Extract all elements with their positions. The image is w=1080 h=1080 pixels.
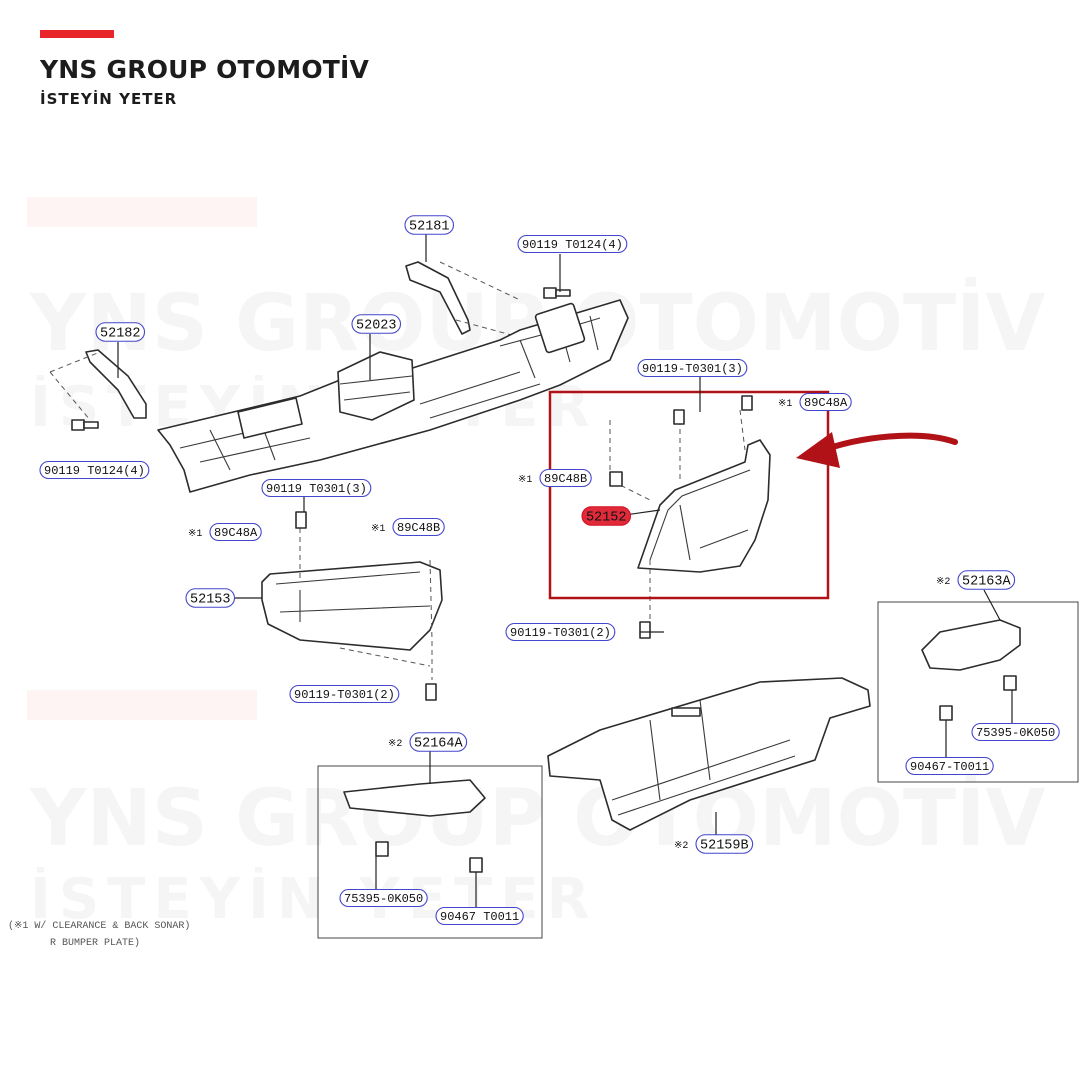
part-label-text: 52163A [962, 575, 1012, 590]
part-label-prefix: ※2 [674, 841, 688, 852]
step-pad-52163A [877, 601, 1079, 783]
part-label-bolt-e: 90119-T0301(2) [505, 622, 616, 642]
highlight-arrowhead [796, 432, 840, 468]
brand-title: YNS GROUP OTOMOTİV [40, 55, 370, 84]
part-label-text: 90119-T0301(2) [510, 626, 611, 640]
part-label-text: 90119-T0301(2) [294, 688, 395, 702]
part-label-text: 90119 T0124(4) [44, 464, 145, 478]
part-label-box [971, 722, 1060, 742]
brand-accent-bar [40, 30, 114, 38]
watermark-band-top [27, 197, 257, 227]
part-label-text: 90119-T0301(3) [642, 362, 743, 376]
part-label-clip-d: ※1 89C48B [371, 517, 445, 537]
part-label-52181: 52181 [404, 215, 455, 235]
part-label-box [261, 478, 372, 498]
part-label-box [505, 622, 616, 642]
part-label-text: 52181 [409, 220, 450, 235]
highlight-frame [548, 390, 830, 600]
part-label-box [392, 517, 445, 537]
part-label-text: 52164A [414, 737, 464, 752]
part-label-52159B: ※2 52159B [674, 834, 754, 854]
part-label-box [905, 756, 994, 776]
bracket-52182 [49, 349, 147, 421]
part-label-bolt-f: 90119-T0301(2) [289, 684, 400, 704]
bracket-52181 [405, 261, 531, 341]
part-label-52163A: ※2 52163A [936, 570, 1016, 590]
part-label-prefix: ※1 [518, 475, 532, 486]
part-label-text: 52152 [586, 511, 627, 526]
part-label-52182: 52182 [95, 322, 146, 342]
part-label-box [209, 522, 262, 542]
part-label-bolt-b: 90119 T0124(4) [39, 460, 150, 480]
bumper-step-52159B [547, 677, 871, 831]
part-label-text: 89C48B [397, 521, 440, 535]
part-label-box [404, 215, 455, 235]
highlight-arrow [815, 432, 958, 455]
part-label-text: 89C48B [544, 472, 587, 486]
part-label-box [517, 234, 628, 254]
part-label-text: 90467-T0011 [910, 760, 989, 774]
bumper-end-left-52153 [261, 511, 443, 701]
part-label-52164A: ※2 52164A [388, 732, 468, 752]
part-label-prefix: ※1 [371, 524, 385, 535]
part-label-52153: 52153 [185, 588, 236, 608]
part-label-box [289, 684, 400, 704]
part-label-prefix: ※2 [388, 739, 402, 750]
part-label-box [581, 506, 632, 526]
part-label-text: 52182 [100, 327, 141, 342]
part-label-box [95, 322, 146, 342]
part-label-text: 89C48A [804, 396, 848, 410]
part-label-75395a: 75395-0K050 [971, 722, 1060, 742]
part-label-bolt-d: 90119 T0301(3) [261, 478, 372, 498]
part-label-text: 90119 T0124(4) [522, 238, 623, 252]
footnote-2: R BUMPER PLATE) [50, 938, 141, 949]
part-label-text: 90467 T0011 [440, 910, 519, 924]
part-label-90467a: 90467-T0011 [905, 756, 994, 776]
part-label-prefix: ※1 [188, 529, 202, 540]
part-label-box [539, 468, 592, 488]
bolt-left [71, 419, 99, 431]
brand-subtitle: İSTEYİN YETER [40, 90, 178, 108]
part-label-box [637, 358, 748, 378]
part-label-bolt-c: 90119-T0301(3) [637, 358, 748, 378]
part-label-bolt-a: 90119 T0124(4) [517, 234, 628, 254]
part-label-clip-b: ※1 89C48B [518, 468, 592, 488]
part-label-box [351, 314, 402, 334]
part-label-text: 52023 [356, 319, 397, 334]
part-label-text: 89C48A [214, 526, 258, 540]
part-label-text: 75395-0K050 [976, 726, 1055, 740]
part-label-text: 52159B [700, 839, 749, 854]
part-label-box [695, 834, 754, 854]
part-label-box [339, 888, 428, 908]
part-label-box [39, 460, 150, 480]
part-label-90467b: 90467 T0011 [435, 906, 524, 926]
part-label-clip-c: ※1 89C48A [188, 522, 262, 542]
part-label-prefix: ※2 [936, 577, 950, 588]
part-label-clip-a: ※1 89C48A [778, 392, 852, 412]
part-label-box [185, 588, 236, 608]
part-label-text: 90119 T0301(3) [266, 482, 367, 496]
part-label-prefix: ※1 [778, 399, 792, 410]
footnote-1: (※1 W/ CLEARANCE & BACK SONAR) [8, 921, 191, 932]
step-pad-52164A [317, 765, 543, 939]
part-label-box [435, 906, 524, 926]
part-label-52152: 52152 [581, 506, 632, 526]
part-label-text: 52153 [190, 593, 231, 608]
bumper-end-right-52152 [609, 395, 771, 639]
part-label-box [409, 732, 468, 752]
crossmember-52023 [157, 299, 629, 493]
part-label-52023: 52023 [351, 314, 402, 334]
bolt-top-right [543, 254, 571, 299]
part-label-75395b: 75395-0K050 [339, 888, 428, 908]
part-label-text: 75395-0K050 [344, 892, 423, 906]
part-label-box [799, 392, 852, 412]
watermark-band-bottom [27, 690, 257, 720]
part-label-box [957, 570, 1016, 590]
